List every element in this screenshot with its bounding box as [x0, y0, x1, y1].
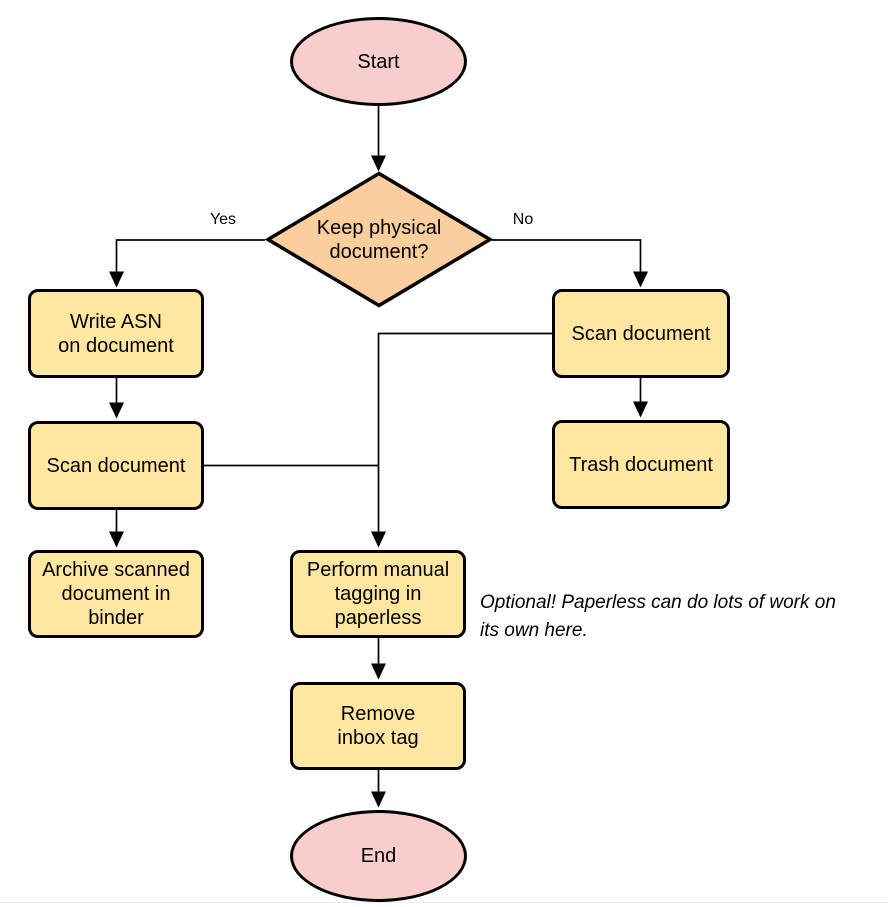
end-node: End [290, 810, 467, 902]
edge-decision-to-scan-right-no [492, 239, 648, 288]
edge-scan-right-to-tagging [371, 332, 552, 548]
scan-document-left-node: Scan document [28, 421, 204, 510]
scan-document-right-node: Scan document [552, 289, 730, 378]
archive-binder-node: Archive scanned document in binder [28, 550, 204, 638]
page-bottom-border [0, 902, 888, 903]
edge-decision-to-write-asn-yes [109, 239, 265, 288]
diamond-shape [265, 171, 493, 308]
manual-tagging-node: Perform manual tagging in paperless [290, 550, 466, 638]
decision-node: Keep physical document? [265, 171, 493, 308]
optional-annotation: Optional! Paperless can do lots of work … [480, 592, 836, 641]
yes-edge-label: Yes [209, 211, 237, 228]
trash-document-node: Trash document [552, 420, 730, 509]
write-asn-node: Write ASN on document [28, 289, 204, 378]
start-node: Start [290, 17, 467, 106]
remove-inbox-tag-node: Remove inbox tag [290, 682, 466, 770]
decision-label: Keep physical document? [316, 216, 442, 263]
no-edge-label: No [512, 211, 534, 228]
